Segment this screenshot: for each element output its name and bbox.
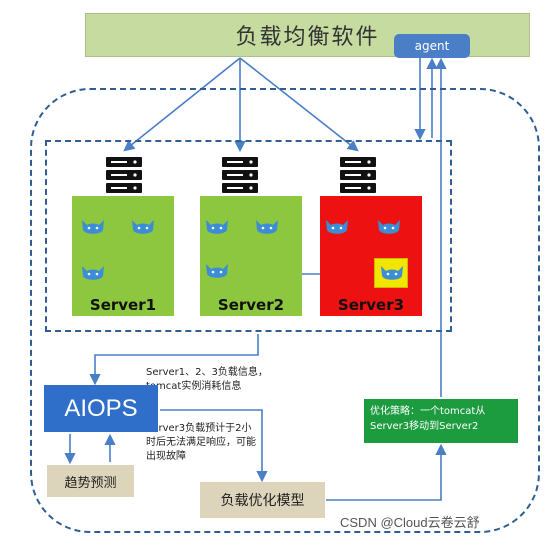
server2-label: Server2 bbox=[217, 296, 285, 314]
server3-box: Server3 bbox=[320, 196, 422, 316]
server-rack-icon bbox=[340, 157, 376, 193]
tomcat-cat-icon bbox=[82, 220, 104, 234]
server-rack-icon bbox=[106, 157, 142, 193]
server-rack-icon bbox=[222, 157, 258, 193]
optimization-strategy-box: 优化策略：一个tomcat从Server3移动到Server2 bbox=[364, 399, 518, 443]
trend-prediction-box: 趋势预测 bbox=[47, 465, 134, 497]
server1-label: Server1 bbox=[89, 296, 157, 314]
migrating-tomcat-highlight bbox=[374, 258, 408, 288]
agent-box: agent bbox=[394, 34, 470, 58]
server3-label: Server3 bbox=[337, 296, 405, 314]
tomcat-cat-icon bbox=[381, 266, 403, 280]
tomcat-cat-icon bbox=[206, 264, 228, 278]
outer-dashed-boundary bbox=[30, 88, 540, 533]
prediction-note: Server3负载预计于2小时后无法满足响应，可能出现故障 bbox=[146, 423, 256, 462]
tomcat-cat-icon bbox=[378, 220, 400, 234]
tomcat-cat-icon bbox=[82, 266, 104, 280]
load-info-note: Server1、2、3负载信息，tomcat实例消耗信息 bbox=[146, 367, 268, 392]
server1-box: Server1 bbox=[72, 196, 174, 316]
tomcat-cat-icon bbox=[326, 220, 348, 234]
tomcat-cat-icon bbox=[256, 220, 278, 234]
server-group-boundary bbox=[45, 140, 452, 332]
load-optimization-model-box: 负载优化模型 bbox=[200, 482, 325, 518]
aiops-box: AIOPS bbox=[44, 385, 158, 432]
tomcat-cat-icon bbox=[132, 220, 154, 234]
tomcat-cat-icon bbox=[206, 220, 228, 234]
csdn-watermark: CSDN @Cloud云卷云舒 bbox=[340, 515, 480, 530]
server2-box: Server2 bbox=[200, 196, 302, 316]
